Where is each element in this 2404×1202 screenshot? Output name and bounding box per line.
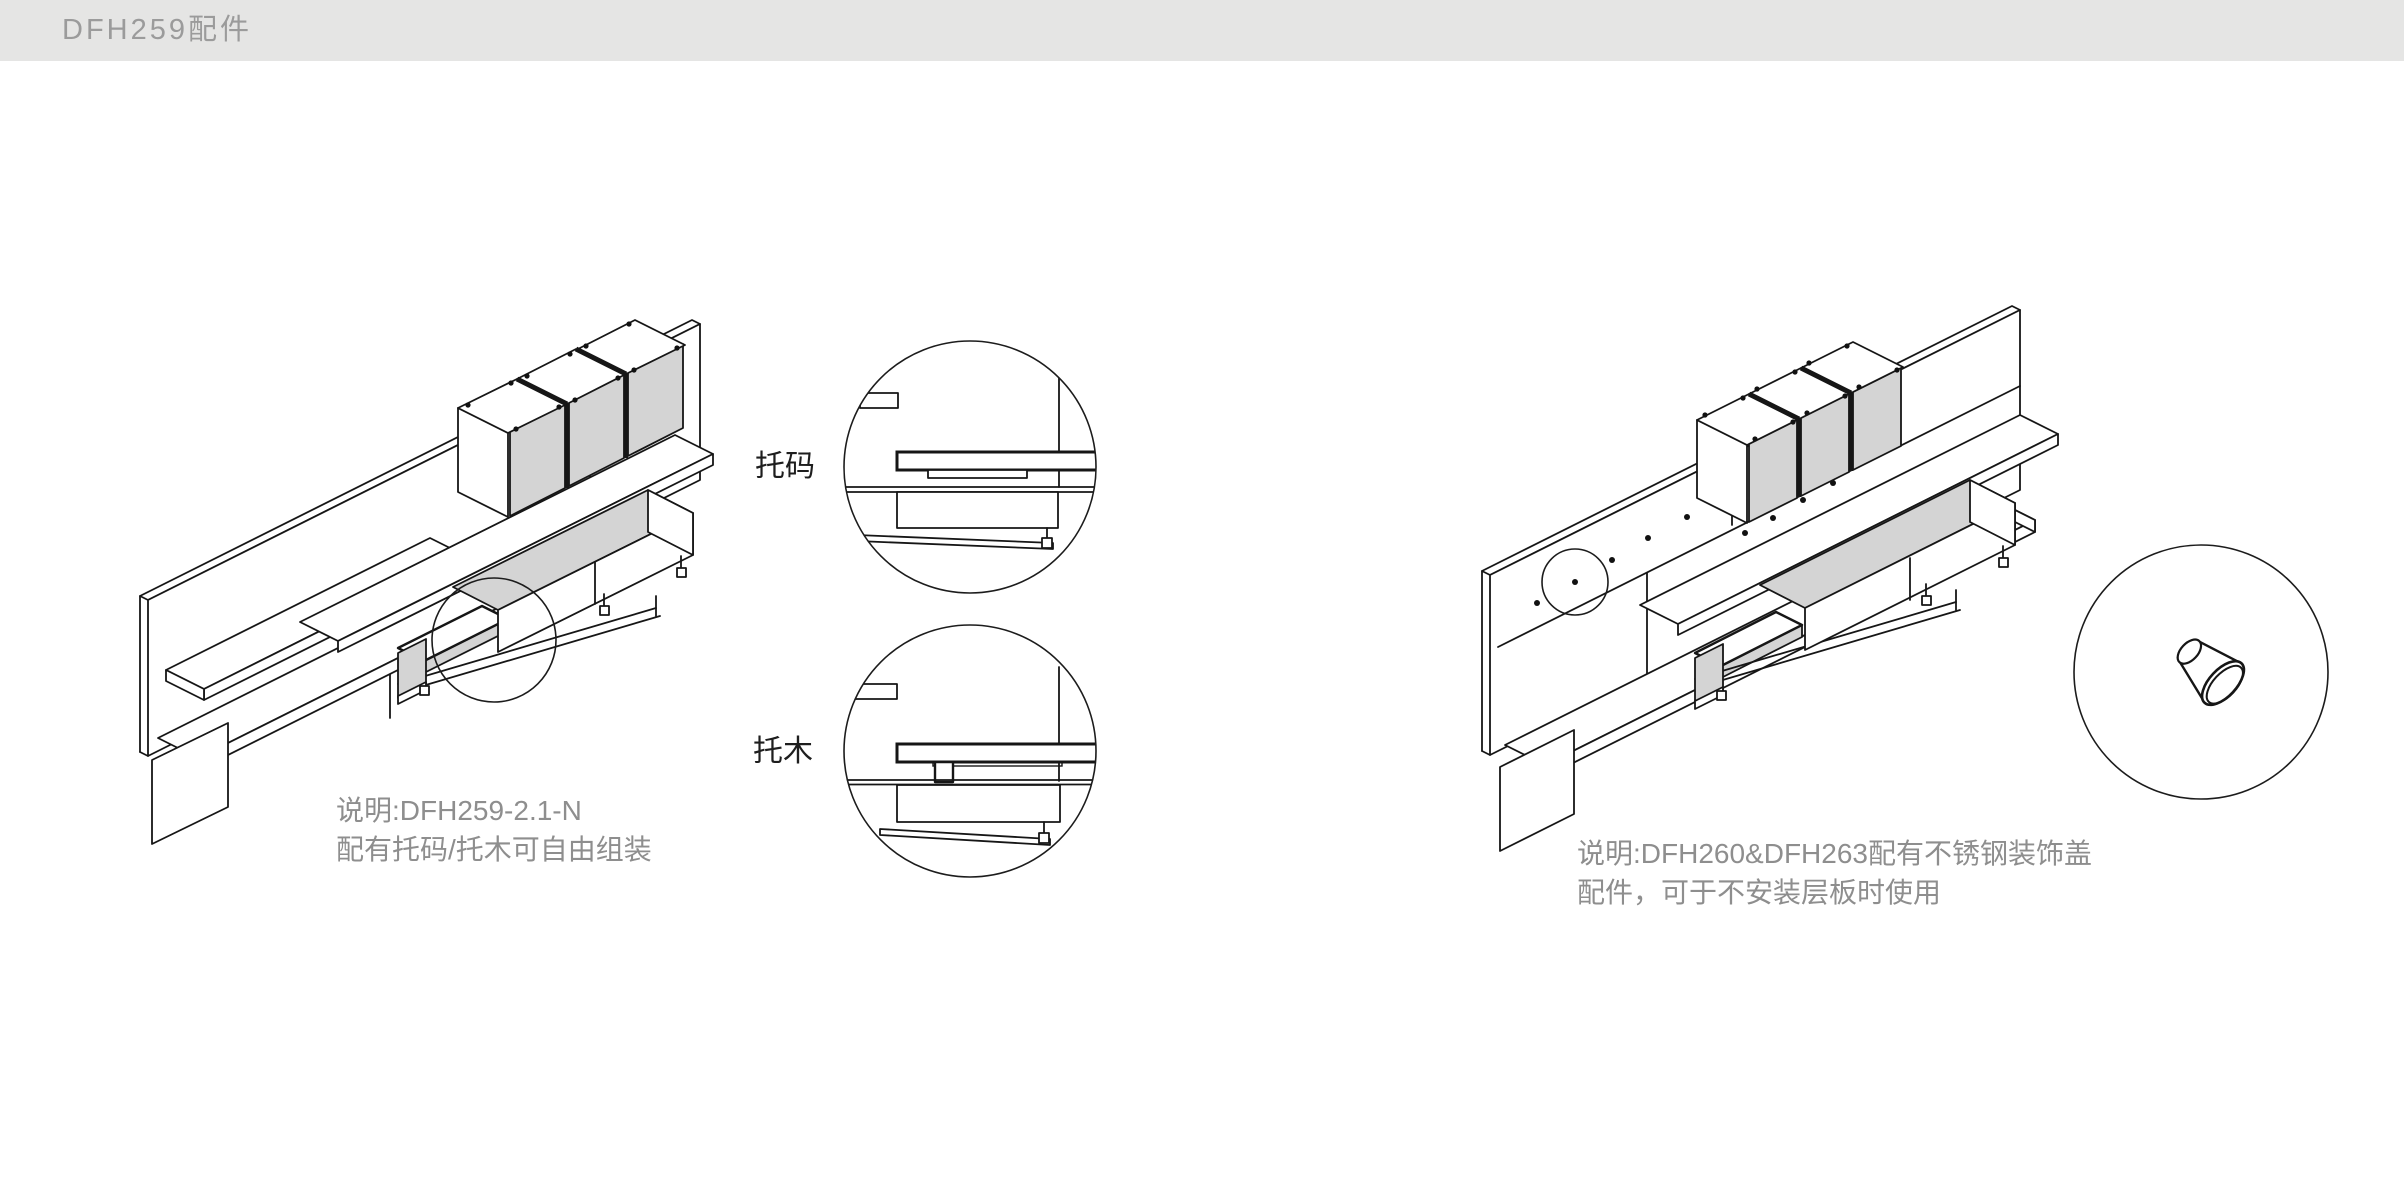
wall-cabinets bbox=[1696, 341, 1904, 524]
page-title: DFH259配件 bbox=[62, 14, 252, 46]
bench-board bbox=[1759, 479, 2016, 651]
detail-label-tuoma: 托码 bbox=[755, 450, 815, 483]
shelf-section bbox=[895, 742, 1096, 764]
drawer-beam bbox=[1693, 589, 1961, 710]
caption-right-line1: 说明:DFH260&DFH263配有不锈钢装饰盖 bbox=[1577, 838, 2092, 869]
detail-view-wood-support bbox=[843, 624, 1097, 878]
page-header: DFH259配件 bbox=[0, 0, 2404, 61]
drawer-beam bbox=[396, 595, 661, 705]
wall-unit-drawing-dfh260 bbox=[1481, 305, 2059, 852]
wall-unit-drawing-dfh259 bbox=[139, 319, 714, 845]
screw-dots bbox=[465, 321, 680, 432]
caption-left: 说明:DFH259-2.1-N 配有托码/托木可自由组装 bbox=[336, 791, 652, 869]
caption-right-line2: 配件，可于不安装层板时使用 bbox=[1577, 877, 1942, 908]
detail-view-steel-cap bbox=[2073, 544, 2329, 800]
cap-callout-circle bbox=[1541, 548, 1609, 616]
caption-left-line2: 配有托码/托木可自由组装 bbox=[336, 834, 652, 865]
wall-cabinets bbox=[457, 319, 686, 518]
detail-label-tuomu: 托木 bbox=[753, 735, 813, 768]
caption-left-line1: 说明:DFH259-2.1-N bbox=[336, 795, 582, 826]
bench-board bbox=[452, 489, 694, 653]
shelf-section bbox=[895, 450, 1096, 472]
caption-right: 说明:DFH260&DFH263配有不锈钢装饰盖 配件，可于不安装层板时使用 bbox=[1577, 834, 2092, 912]
screw-dots bbox=[1702, 343, 1900, 442]
wood-support-part bbox=[933, 760, 955, 784]
detail-callout-circle bbox=[431, 577, 557, 703]
bracket-part bbox=[927, 469, 1028, 479]
detail-view-bracket bbox=[843, 340, 1097, 594]
cap-hole-dots bbox=[1534, 480, 1836, 616]
steel-cap-part bbox=[2176, 638, 2246, 707]
